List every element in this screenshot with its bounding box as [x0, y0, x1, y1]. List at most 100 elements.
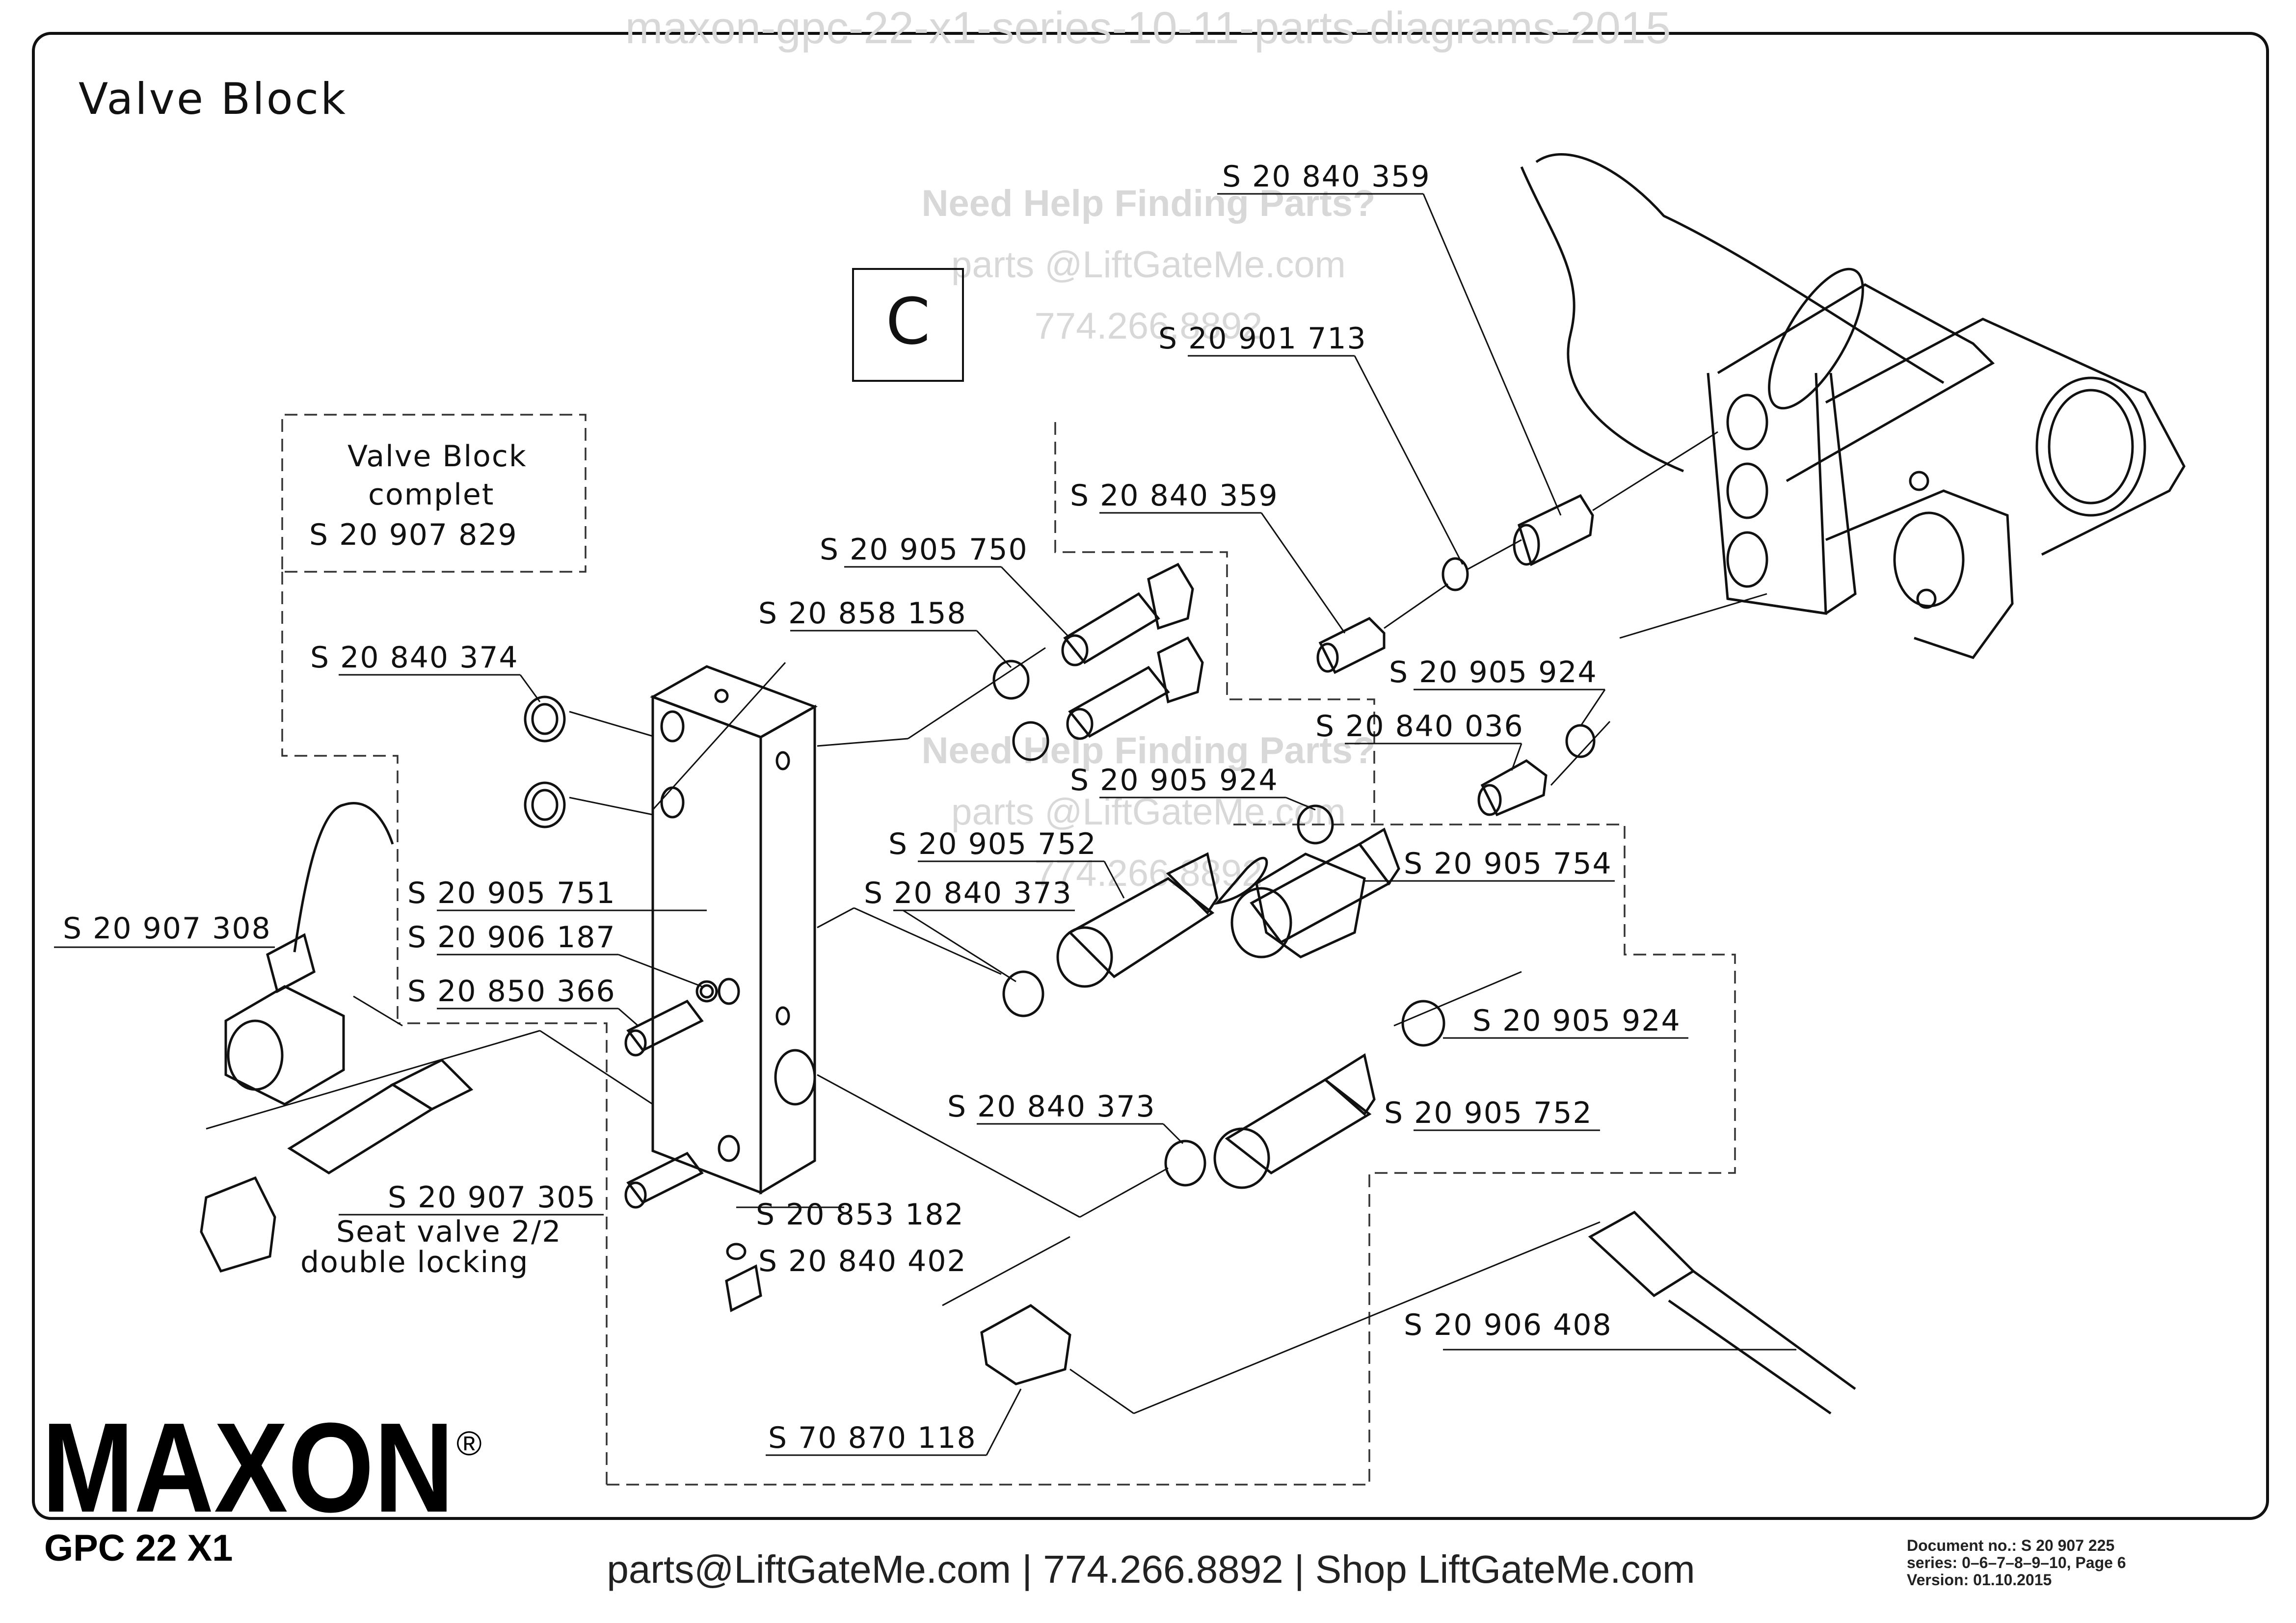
model-name: GPC 22 X1 [44, 1527, 233, 1569]
watermark-top: maxon-gpc-22-x1-series-10-11-parts-diagr… [625, 3, 1671, 53]
part-label: S 20 853 182 [736, 1197, 964, 1232]
part-number-label: S 20 840 373 [864, 876, 1072, 910]
doc-version: Version: 01.10.2015 [1907, 1571, 2052, 1589]
part-number-label: S 20 906 408 [1404, 1308, 1612, 1342]
cylinder-body [1520, 153, 2186, 659]
o-ring [1012, 721, 1049, 761]
part-label: S 20 850 366 [407, 974, 639, 1027]
part-label: S 20 905 751 [407, 876, 707, 911]
brand-logo: MAXON [42, 1397, 454, 1539]
part-label: S 20 858 158 [758, 596, 1012, 668]
bushing [1316, 494, 1594, 817]
drawing-frame [32, 32, 2269, 1520]
watermark-help-heading: Need Help Finding Parts? [922, 183, 1376, 224]
o-ring [1565, 724, 1596, 758]
part-label: S 20 905 754 [1364, 847, 1615, 882]
part-label: S 20 901 713 [1158, 321, 1464, 565]
part-label: S 20 905 750 [820, 532, 1071, 639]
part-number-label: S 20 906 187 [407, 920, 616, 955]
registered-mark: ® [456, 1424, 482, 1463]
part-label: S 20 905 924 [1443, 1004, 1688, 1039]
valve-block [650, 665, 818, 1195]
part-label: S 20 840 359 [1070, 479, 1346, 634]
part-number-label: S 20 905 924 [1389, 655, 1598, 690]
doc-number: Document no.: S 20 907 225 [1907, 1537, 2114, 1554]
footer-contact: parts@LiftGateMe.com | 774.266.8892 | Sh… [607, 1547, 1695, 1591]
part-number-label: S 20 905 752 [888, 827, 1097, 861]
assembly-box-line1: Valve Block [347, 439, 527, 474]
part-label: S 20 840 359 [1217, 160, 1562, 516]
solenoid-coil [224, 802, 394, 1106]
seat-valve-note-line1: Seat valve 2/2 [336, 1215, 561, 1249]
part-number-label: S 20 907 308 [63, 911, 271, 946]
watermark-help-1: Need Help Finding Parts? parts @LiftGate… [922, 183, 1376, 347]
part-label: S 20 906 408 [1404, 1308, 1796, 1351]
screw [624, 980, 718, 1209]
o-ring [1164, 1140, 1206, 1187]
cartridge-valve [1061, 562, 1204, 740]
watermark-help-email: parts @LiftGateMe.com [951, 244, 1346, 286]
part-label: S 20 905 752 [1384, 1096, 1600, 1131]
assembly-outlines [281, 414, 1736, 1486]
part-label: S 20 840 373 [947, 1090, 1184, 1144]
part-label: S 20 840 036 [1315, 709, 1524, 771]
part-label: S 20 905 752 [888, 827, 1125, 899]
o-ring [1297, 804, 1334, 845]
part-label: S 20 840 374 [310, 640, 541, 702]
part-label: S 20 907 308 [54, 911, 275, 948]
part-number-label: S 20 905 924 [1472, 1004, 1681, 1038]
assembly-lines [206, 431, 1767, 1414]
part-number-label: S 20 840 373 [947, 1090, 1156, 1124]
check-valve [1056, 827, 1400, 1189]
pilot-valve [1255, 852, 1366, 958]
part-label: S 20 906 187 [407, 920, 702, 987]
part-label: S 20 905 924 [1389, 655, 1606, 727]
part-number-label: S 20 905 752 [1384, 1096, 1593, 1130]
hose [1588, 1210, 1856, 1415]
assembly-box-line2: complet [368, 478, 494, 512]
part-label: S 20 905 924 [1070, 763, 1316, 811]
section-box [852, 268, 964, 382]
part-label: S 20 840 373 [864, 876, 1075, 983]
part-label: S 20 907 305 [339, 1180, 604, 1216]
part-number-label: S 20 850 366 [407, 974, 616, 1009]
part-number-label: S 20 840 359 [1070, 479, 1279, 513]
o-ring [1401, 1000, 1445, 1047]
small-seal [726, 1243, 747, 1260]
section-letter: C [886, 284, 931, 359]
seal-ring [524, 695, 566, 743]
fitting [980, 1304, 1071, 1385]
part-number-label: S 20 905 924 [1070, 763, 1279, 798]
part-label: S 70 870 118 [766, 1388, 1022, 1456]
watermark-help-heading: Need Help Finding Parts? [922, 730, 1376, 772]
part-number-label: S 20 853 182 [756, 1197, 964, 1232]
seal-ring [531, 789, 559, 821]
o-ring [1442, 557, 1469, 591]
watermark-help-phone: 774.266.8892 [1035, 852, 1263, 894]
part-number-label: S 20 901 713 [1158, 321, 1367, 356]
part-number-label: S 20 840 036 [1315, 709, 1524, 744]
doc-series: series: 0–6–7–8–9–10, Page 6 [1907, 1554, 2126, 1571]
part-number-label: S 20 858 158 [758, 596, 967, 631]
seal-ring [531, 703, 559, 735]
part-label: S 20 840 402 [758, 1244, 967, 1278]
part-number-label: S 20 905 754 [1404, 847, 1612, 881]
part-number-label: S 20 907 305 [388, 1180, 596, 1215]
part-number-label: S 20 905 750 [820, 532, 1028, 567]
diagram-title: Valve Block [79, 74, 347, 124]
plug-screw [725, 1264, 762, 1312]
seat-valve-note-line2: double locking [300, 1245, 529, 1279]
o-ring [992, 660, 1030, 700]
watermark-help-phone: 774.266.8892 [1035, 305, 1263, 347]
seal-ring [524, 781, 566, 828]
part-number-label: S 20 840 402 [758, 1244, 967, 1278]
part-number-label: S 20 840 374 [310, 640, 519, 675]
seat-valve [200, 1058, 474, 1273]
part-number-label: S 20 905 751 [407, 876, 616, 910]
part-number-label: S 20 840 359 [1222, 160, 1431, 194]
o-ring [1002, 970, 1044, 1017]
watermark-help-2: Need Help Finding Parts? parts @LiftGate… [922, 730, 1376, 894]
assembly-box-line3: S 20 907 829 [309, 518, 518, 552]
part-number-label: S 70 870 118 [768, 1421, 977, 1455]
